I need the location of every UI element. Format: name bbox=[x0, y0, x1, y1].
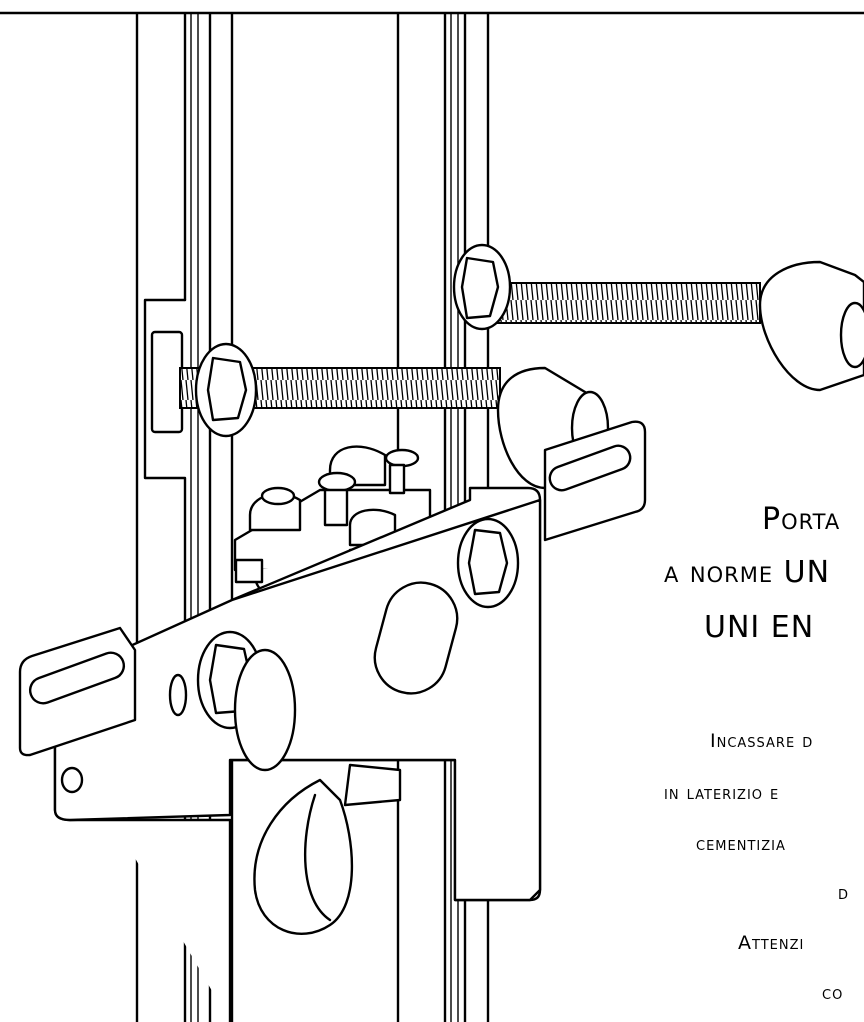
threaded-rod-upper bbox=[452, 243, 864, 392]
u-bracket-icon bbox=[253, 763, 402, 935]
left-slotted-tab bbox=[18, 626, 137, 757]
left-rail bbox=[135, 12, 234, 1022]
mounting-plate bbox=[53, 486, 542, 1022]
right-slotted-tab bbox=[543, 420, 647, 542]
expansion-anchor-icon bbox=[758, 260, 864, 392]
